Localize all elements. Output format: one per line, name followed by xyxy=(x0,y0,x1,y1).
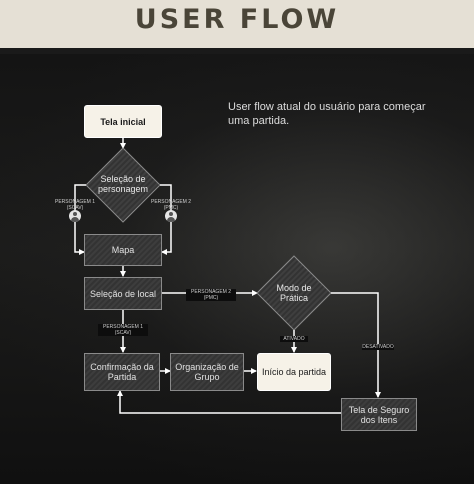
user-icon xyxy=(165,210,177,222)
label-modo-pratica: Modo de Prática xyxy=(276,283,312,303)
edge-label-p2-pmc: PERSONAGEM 2 (PMC) xyxy=(150,199,191,211)
edge-label-p1-scav: PERSONAGEM 1 (SCAV) xyxy=(54,199,95,211)
selecao-personagem-diamond xyxy=(85,147,161,223)
user-icon xyxy=(69,210,81,222)
node-tela-inicial: Tela inicial xyxy=(84,105,162,138)
node-selecao-local: Seleção de local xyxy=(84,277,162,310)
intro-text: User flow atual do usuário para começar … xyxy=(228,101,426,127)
edge-label-local-p2-pmc: PERSONAGEM 2 (PMC) xyxy=(186,289,236,301)
node-mapa: Mapa xyxy=(84,234,162,266)
edge-label-local-p1-scav: PERSONAGEM 1 (SCAV) xyxy=(98,324,148,336)
node-tela-seguro: Tela de Seguro dos Itens xyxy=(341,398,417,431)
edge-label-ativado: ATIVADO xyxy=(280,336,308,342)
edge-label-desativado: DESATIVADO xyxy=(362,344,394,350)
page-title: USER FLOW xyxy=(134,4,340,35)
header-stripe xyxy=(0,48,474,54)
header-banner: USER FLOW xyxy=(0,0,474,48)
edge-pratica-to-seguro xyxy=(331,292,381,398)
node-inicio-partida: Início da partida xyxy=(257,353,331,391)
node-organizacao-grupo: Organização de Grupo xyxy=(170,353,244,391)
edge-seguro-to-confirmacao xyxy=(117,390,341,414)
label-selecao-personagem: Seleção de personagem xyxy=(97,174,149,194)
node-confirmacao-partida: Confirmação da Partida xyxy=(84,353,160,391)
